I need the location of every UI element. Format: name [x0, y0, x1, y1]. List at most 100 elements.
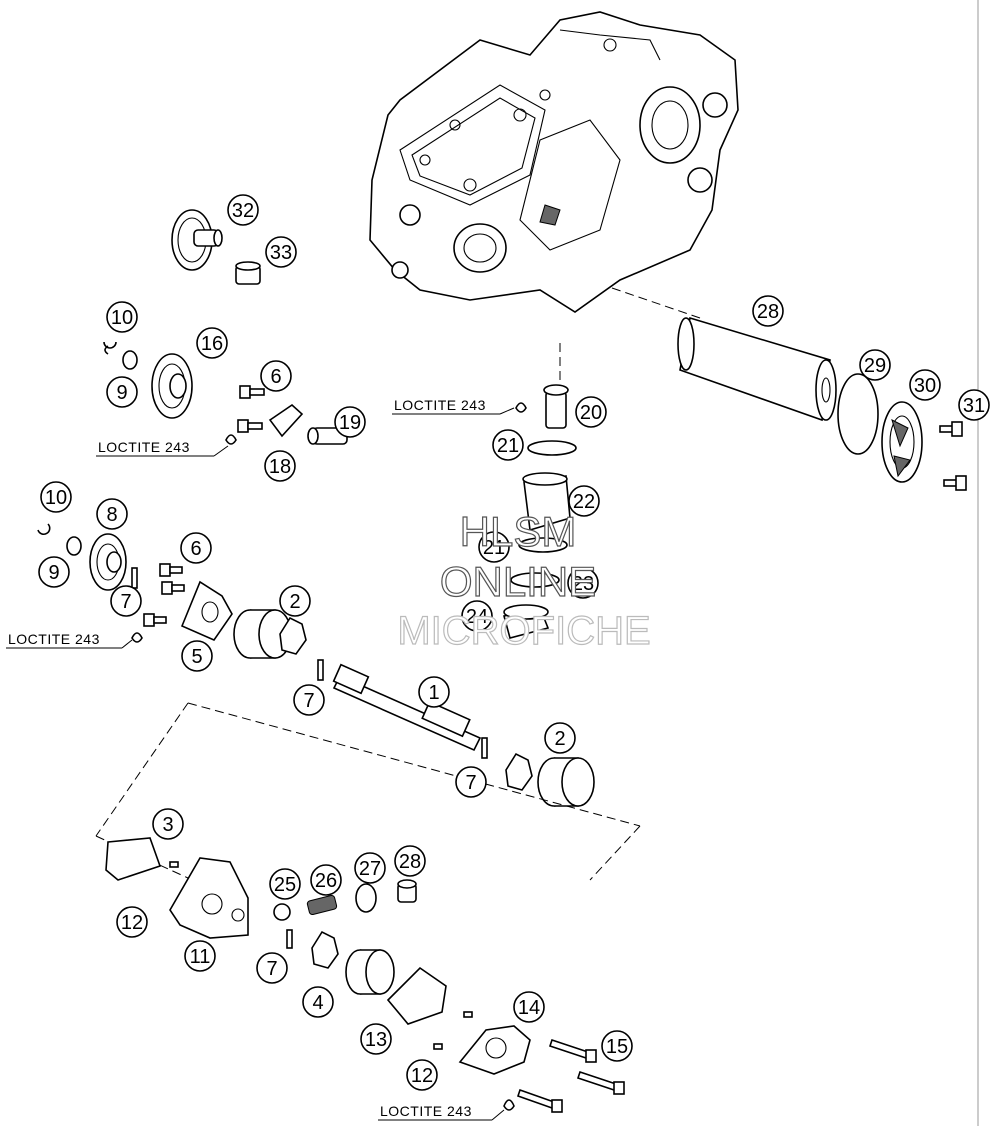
gear-16	[151, 353, 193, 419]
callout-15: 15	[601, 1030, 633, 1062]
svg-text:6: 6	[190, 538, 201, 560]
callout-12-left: 12	[116, 906, 148, 938]
dowel-12-top	[463, 1011, 473, 1018]
svg-text:20: 20	[580, 402, 602, 424]
loctite-text-4: LOCTITE 243	[380, 1103, 472, 1119]
oil-filter-29	[677, 316, 837, 422]
rotor-2-lower	[505, 752, 595, 807]
washer-27	[355, 883, 377, 913]
svg-text:18: 18	[269, 456, 291, 478]
watermark: HLSM ONLINE MICROFICHE	[397, 507, 652, 653]
svg-text:6: 6	[270, 366, 281, 388]
callout-13: 13	[360, 1023, 392, 1055]
callout-34: 33	[265, 236, 297, 268]
callout-19: 19	[334, 406, 366, 438]
svg-text:33: 33	[270, 242, 292, 264]
bolt-6-upper	[237, 385, 265, 433]
callout-12-bottom: 12	[406, 1059, 438, 1091]
svg-text:2: 2	[554, 728, 565, 750]
watermark-line-2: ONLINE	[440, 558, 596, 605]
callout-31: 30	[909, 369, 941, 401]
svg-text:29: 29	[864, 355, 886, 377]
watermark-line-3: MICROFICHE	[397, 609, 650, 653]
rotor-4-outer	[345, 949, 395, 995]
svg-text:13: 13	[365, 1029, 387, 1051]
plate-5	[180, 580, 233, 641]
plate-18	[268, 403, 304, 438]
strainer-22	[522, 472, 571, 532]
loctite-drop-upper	[225, 434, 237, 445]
callout-14: 14	[513, 991, 545, 1023]
svg-text:7: 7	[465, 772, 476, 794]
callout-24: 24	[461, 600, 493, 632]
svg-text:19: 19	[339, 412, 361, 434]
bolts-15	[516, 1038, 625, 1113]
svg-text:10: 10	[111, 307, 133, 329]
loctite-label-left: LOCTITE 243	[6, 631, 133, 649]
callouts: 32 33 10 16 9 6 19 18 28 29 30 31 20 21 …	[38, 194, 990, 1091]
circlip-10-top	[103, 341, 117, 355]
svg-text:21: 21	[483, 537, 505, 559]
svg-text:22: 22	[573, 491, 595, 513]
callout-20: 20	[575, 396, 607, 428]
svg-text:9: 9	[116, 382, 127, 404]
svg-text:24: 24	[466, 606, 488, 628]
svg-text:32: 32	[232, 200, 254, 222]
pin-7-right	[481, 737, 488, 759]
svg-text:7: 7	[266, 958, 277, 980]
dowel-12-left	[169, 861, 179, 868]
svg-text:23: 23	[572, 573, 594, 595]
svg-text:4: 4	[312, 992, 323, 1014]
pin-7-left	[131, 567, 138, 589]
gear-8	[89, 533, 127, 591]
gear-33	[171, 209, 223, 271]
svg-text:16: 16	[201, 333, 223, 355]
callout-16: 16	[196, 327, 228, 359]
svg-text:14: 14	[518, 997, 540, 1019]
svg-text:30: 30	[914, 375, 936, 397]
callout-2-lower: 2	[544, 722, 576, 754]
callout-8: 8	[96, 498, 128, 530]
svg-text:28: 28	[399, 851, 421, 873]
svg-text:7: 7	[303, 690, 314, 712]
callout-21-upper: 21	[492, 429, 524, 461]
callout-6: 6	[260, 360, 292, 392]
callout-22: 22	[568, 485, 600, 517]
dowel-12-bottom	[433, 1043, 443, 1050]
callout-27: 27	[354, 852, 386, 884]
svg-text:15: 15	[606, 1036, 628, 1058]
callout-18: 18	[264, 450, 296, 482]
svg-text:2: 2	[289, 591, 300, 613]
shaft-1	[332, 663, 482, 752]
loctite-label-bottom: LOCTITE 243	[378, 1103, 505, 1121]
callout-1: 1	[418, 676, 450, 708]
spring-26	[306, 894, 338, 916]
housing-11	[169, 857, 249, 939]
callout-3: 3	[152, 808, 184, 840]
o-ring-30	[837, 373, 879, 455]
cover-14	[458, 1025, 531, 1075]
callout-26: 26	[310, 864, 342, 896]
bolt-32	[939, 421, 967, 491]
callout-7-bottom: 7	[256, 952, 288, 984]
callout-28: 28	[394, 845, 426, 877]
circlip-10-lower	[37, 523, 51, 536]
svg-text:9: 9	[48, 562, 59, 584]
callout-7-left: 7	[110, 585, 142, 617]
callout-7-mid: 7	[293, 684, 325, 716]
svg-text:21: 21	[497, 435, 519, 457]
svg-text:5: 5	[191, 646, 202, 668]
callout-4: 4	[302, 986, 334, 1018]
callout-10-lower: 10	[40, 481, 72, 513]
washer-9-lower	[66, 536, 82, 556]
svg-text:12: 12	[411, 1065, 433, 1087]
crankcase-housing	[369, 11, 739, 313]
callout-11: 11	[184, 940, 216, 972]
svg-text:25: 25	[274, 874, 296, 896]
rotor-4	[311, 930, 339, 969]
loctite-label-middle: LOCTITE 243	[392, 397, 515, 415]
loctite-drop-left	[131, 632, 143, 643]
callout-5: 5	[181, 640, 213, 672]
loctite-text-2: LOCTITE 243	[394, 397, 486, 413]
